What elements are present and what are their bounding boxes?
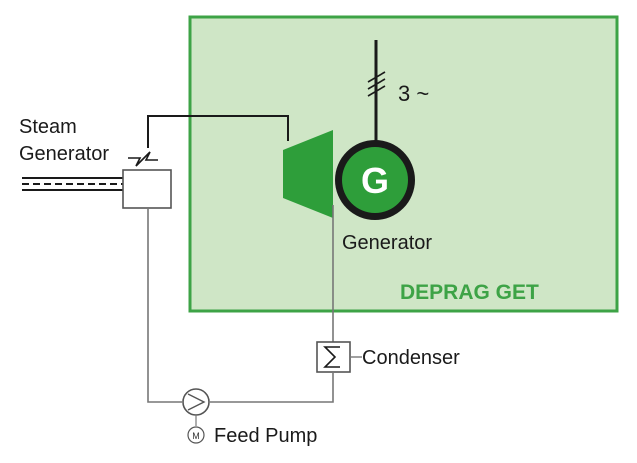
generator-label: Generator [342, 232, 432, 254]
steam-generator-box [122, 169, 172, 209]
generator-symbol: G [361, 160, 389, 201]
heat-zigzag [128, 151, 158, 167]
return-pipe-right [210, 372, 334, 403]
svg-text:M: M [192, 431, 200, 441]
phase-label: 3 ~ [398, 81, 429, 106]
return-pipe-left [147, 208, 182, 403]
feed-pump-label: Feed Pump [214, 425, 317, 447]
three-phase-ticks [367, 71, 386, 97]
brand-label: DEPRAG GET [400, 281, 539, 304]
condenser [316, 341, 351, 373]
steam-pipe [147, 115, 289, 148]
steam-generator-label-line2: Generator [19, 143, 109, 165]
feed-pump [182, 388, 210, 416]
generator-inner [342, 147, 408, 213]
motor-icon: M [187, 426, 205, 444]
fuel-input-pipes [22, 177, 124, 191]
condenser-label: Condenser [362, 347, 460, 369]
turbine [283, 130, 333, 218]
steam-generator-label-line1: Steam [19, 116, 77, 138]
